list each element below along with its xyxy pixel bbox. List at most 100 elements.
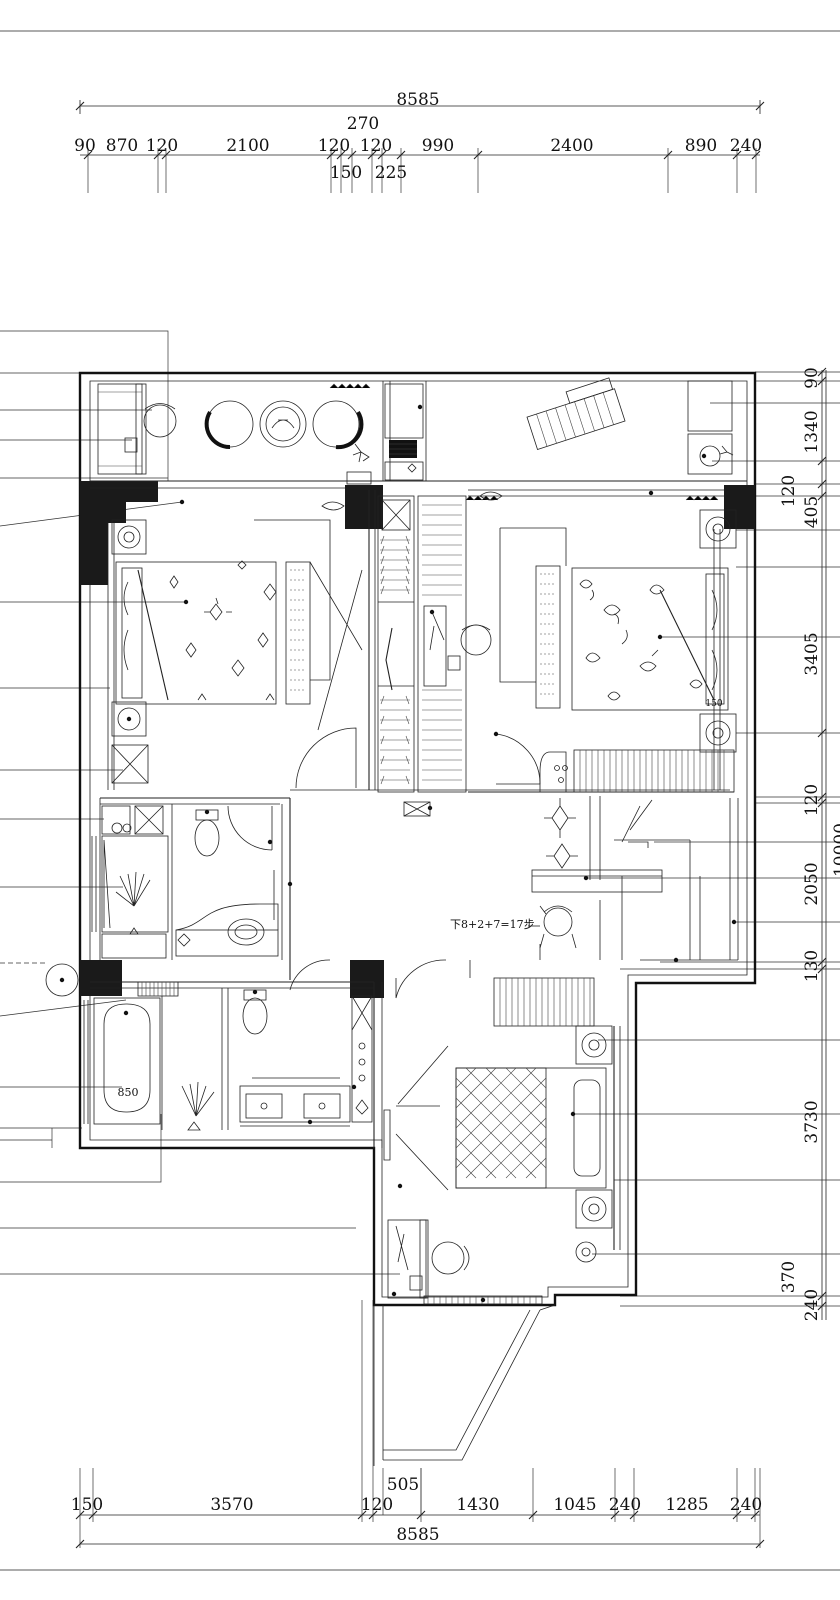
dim-bottom-1: 150	[71, 1495, 103, 1515]
dim-bottom-4: 1430	[456, 1495, 499, 1515]
wall-lamp	[479, 491, 503, 501]
outdoor-unit-circle	[45, 963, 79, 997]
wardrobe	[493, 977, 595, 1027]
bench	[535, 565, 561, 709]
double-bed	[571, 567, 729, 711]
dim-top-2: 870	[106, 136, 138, 156]
storage-cabinet	[384, 383, 424, 439]
bathroom-lower: 850	[83, 981, 374, 1131]
dim-top-6: 120	[360, 136, 392, 156]
dressing-table	[423, 605, 447, 687]
bedroom-right: 150	[468, 491, 737, 793]
dim-top-5: 120	[318, 136, 350, 156]
round-stool-2	[312, 400, 360, 448]
double-vanity	[239, 1085, 351, 1123]
north-balcony	[90, 377, 747, 501]
dim-right-11: 240	[802, 1289, 822, 1321]
desk	[387, 1219, 427, 1299]
dim-top-7: 990	[422, 136, 454, 156]
left-leader-lines	[0, 330, 400, 1275]
dim-top-3: 120	[146, 136, 178, 156]
dim-top-10: 240	[730, 136, 762, 156]
exterior-walls	[78, 371, 757, 1307]
bench	[285, 561, 311, 705]
stair-railing	[531, 869, 663, 893]
bathtub	[93, 997, 161, 1125]
dim-bottom-6: 240	[609, 1495, 641, 1515]
bed-label: 150	[705, 699, 722, 709]
dim-right-7: 2050	[802, 862, 822, 905]
hanging-rail-lower	[380, 695, 410, 785]
dim-right-6: 120	[802, 784, 822, 816]
dim-right-partial: 10000	[831, 823, 840, 877]
side-cabinet	[687, 380, 733, 432]
chair	[143, 404, 177, 438]
floral-bed-pattern	[579, 579, 703, 701]
toilet	[194, 819, 220, 857]
storage-shelf	[351, 995, 373, 1123]
laptop-icon	[124, 437, 138, 453]
chair	[543, 907, 573, 937]
nightstand	[111, 519, 147, 555]
right-dimension-chain: 90 1340 120 405 3405 120 2050 130 3730 3…	[573, 367, 840, 1321]
dim-top-1: 90	[74, 136, 96, 156]
nightstand	[111, 701, 147, 737]
double-bed	[115, 561, 277, 705]
dim-right-9: 3730	[802, 1100, 822, 1143]
dim-top-4: 2100	[226, 136, 269, 156]
vanity-stool	[460, 624, 492, 656]
potted-plant	[352, 443, 370, 463]
dim-right-8: 130	[802, 950, 822, 982]
hanging-rail-upper	[380, 535, 410, 595]
lower-balcony	[373, 1304, 556, 1466]
round-table	[259, 400, 307, 448]
dim-top-sub-2: 225	[375, 163, 407, 183]
desk	[97, 383, 143, 475]
nightstand	[699, 509, 737, 549]
dim-bottom-3: 120	[361, 1495, 393, 1515]
floor-lamp	[575, 1241, 597, 1263]
shower	[101, 835, 169, 933]
stair-landing: 下8+2+7=17步	[290, 789, 739, 963]
double-bed	[455, 1067, 607, 1189]
cabinet	[111, 744, 149, 784]
bedroom-lower	[373, 977, 621, 1305]
dim-right-10: 370	[779, 1261, 799, 1293]
dim-top-9: 890	[685, 136, 717, 156]
dim-right-3: 120	[779, 475, 799, 507]
dim-right-1: 90	[802, 367, 822, 389]
bottom-dimension-chain: 505 150 3570 120 1430 1045 240 1285 240 …	[71, 1300, 765, 1549]
dim-right-5: 3405	[802, 632, 822, 675]
dim-top-upper-mid: 270	[347, 114, 379, 134]
toilet	[242, 997, 268, 1035]
dim-bottom-5: 1045	[553, 1495, 596, 1515]
dim-top-total: 8585	[396, 90, 439, 110]
top-dimension-chain: 8585 270 90 870 120 2100 120 120 990 240…	[74, 90, 765, 193]
dim-top-8: 2400	[550, 136, 593, 156]
nightstand	[575, 1189, 613, 1229]
lounge-chair	[526, 377, 626, 450]
bathtub-width: 850	[118, 1086, 139, 1099]
dim-right-4: 405	[802, 496, 822, 528]
plant-decor	[544, 798, 576, 838]
dim-bottom-total: 8585	[396, 1525, 439, 1545]
doors	[289, 959, 471, 1161]
chair	[431, 1241, 465, 1275]
nightstand	[699, 713, 737, 753]
vanity-counter	[175, 929, 279, 957]
dim-top-sub-1: 150	[330, 163, 362, 183]
dim-bottom-2: 3570	[210, 1495, 253, 1515]
stair-note: 下8+2+7=17步	[450, 918, 535, 931]
structural-columns	[80, 481, 755, 998]
quilt-diamond-pattern	[455, 1067, 547, 1179]
bed-pattern	[169, 560, 277, 701]
sink	[227, 918, 265, 946]
nightstand	[575, 1025, 613, 1065]
tv-cabinet	[573, 749, 735, 793]
dim-bottom-mid: 505	[387, 1475, 419, 1495]
walk-in-closet	[377, 495, 492, 817]
bedroom-left	[107, 490, 376, 790]
wall-lamp	[321, 501, 345, 511]
dim-bottom-8: 240	[730, 1495, 762, 1515]
